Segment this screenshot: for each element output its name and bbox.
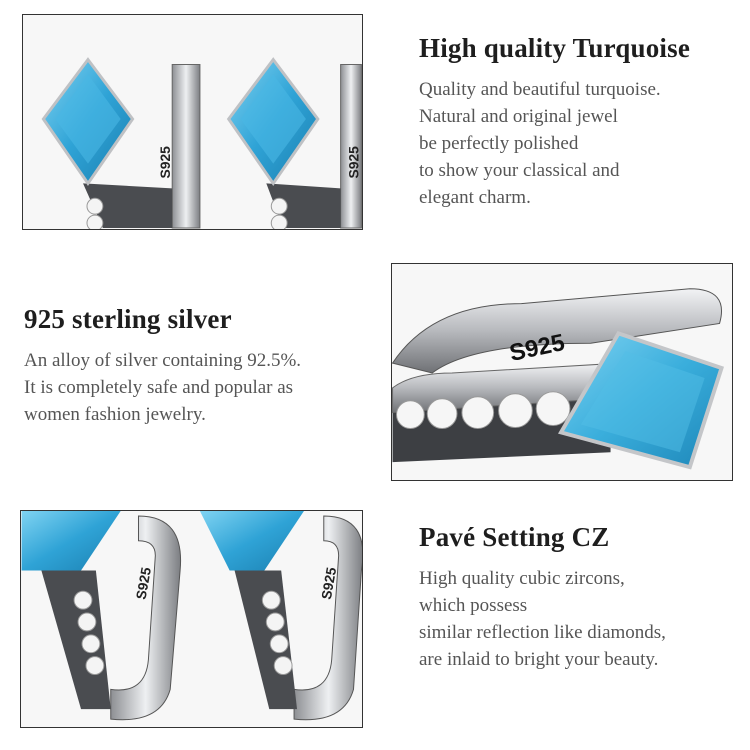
feature-line: are inlaid to bright your beauty. (419, 649, 659, 670)
product-photo-earrings-pair-bottom: S925 S925 (20, 510, 363, 728)
feature-sterling-silver: 925 sterling silver An alloy of silver c… (24, 303, 301, 428)
feature-line: Quality and beautiful turquoise. (419, 79, 661, 100)
stamp-text: S925 (157, 146, 173, 179)
feature-line: High quality cubic zircons, (419, 568, 625, 589)
earring-left: S925 (41, 57, 201, 229)
feature-line: elegant charm. (419, 187, 531, 208)
stamp-text: S925 (318, 566, 339, 601)
feature-line: to show your classical and (419, 160, 620, 181)
feature-line: be perfectly polished (419, 133, 579, 154)
product-photo-closeup: S925 (391, 263, 733, 481)
feature-heading: Pavé Setting CZ (419, 522, 610, 552)
feature-heading: 925 sterling silver (24, 304, 232, 334)
product-photo-earrings-pair-top: S925 S925 (22, 14, 363, 230)
earring-left: S925 (21, 511, 182, 721)
feature-line: which possess (419, 595, 528, 616)
earring-right: S925 (226, 57, 362, 229)
feature-line: An alloy of silver containing 92.5%. (24, 350, 302, 371)
feature-line: similar reflection like diamonds, (419, 622, 666, 643)
stamp-text: S925 (345, 146, 361, 179)
feature-line: It is completely safe and popular as (24, 377, 294, 398)
earrings-illustration: S925 S925 (21, 511, 362, 721)
earrings-illustration: S925 S925 (41, 57, 362, 229)
feature-line: women fashion jewelry. (24, 404, 206, 425)
feature-pave-setting: Pavé Setting CZ High quality cubic zirco… (419, 521, 666, 673)
feature-heading: High quality Turquoise (419, 33, 691, 63)
feature-turquoise: High quality Turquoise Quality and beaut… (419, 32, 690, 211)
earring-right: S925 (199, 511, 362, 721)
closeup-illustration: S925 (392, 288, 725, 470)
stamp-text: S925 (133, 566, 154, 601)
feature-line: Natural and original jewel (419, 106, 618, 127)
